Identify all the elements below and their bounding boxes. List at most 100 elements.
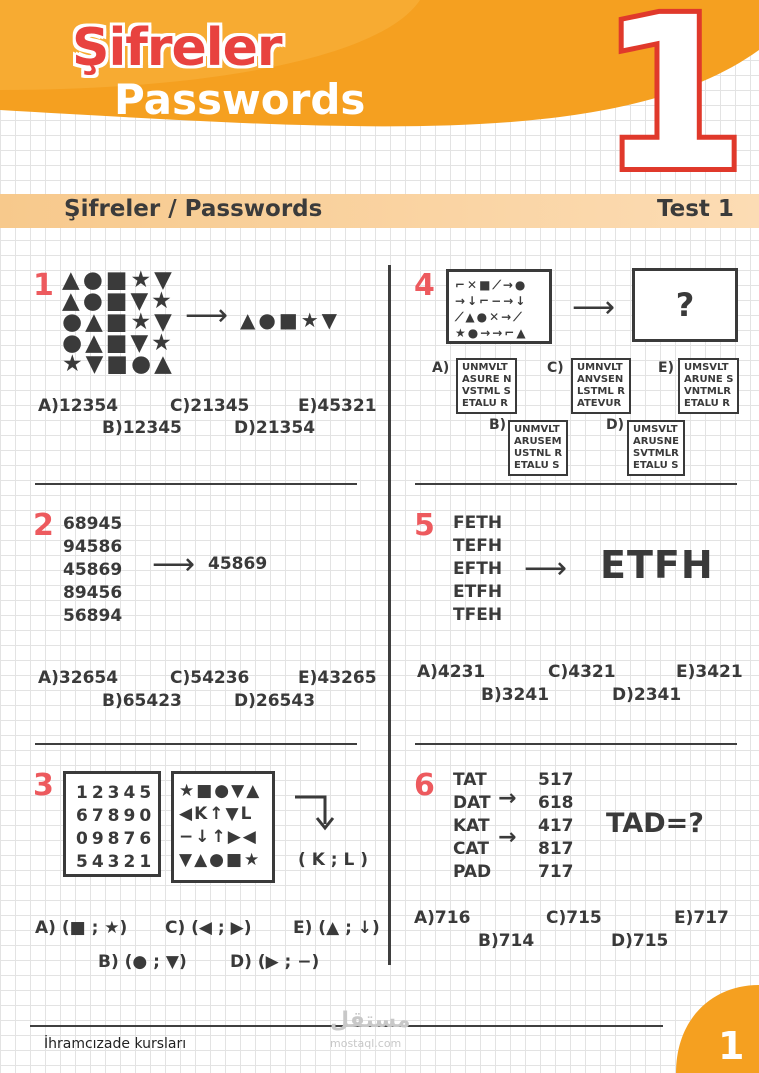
q6-word-list: TAT DAT KAT CAT PAD [453,769,491,884]
arrow-down-corner-icon [295,795,335,831]
divider-2 [35,743,357,745]
q4-d-line: ETALU S [633,460,679,471]
arrow-right-icon: ⟶ [572,290,616,325]
q2-option-b[interactable]: B)65423 [102,691,182,711]
q3-grid-row: 67890 [76,806,156,826]
q3-grid-row: 09876 [76,829,156,849]
q1-option-a[interactable]: A)12354 [38,396,119,416]
q3-option-c[interactable]: C) (◀ ; ▶) [165,918,252,938]
q1-grid-row: ●▲■★▼ [62,309,175,335]
q2-option-e[interactable]: E)43265 [298,668,377,688]
section-band [0,194,759,228]
q5-list-item: EFTH [453,559,503,579]
q4-grid-row: ⌐✕■⟋→● [455,278,528,292]
q4-option-a[interactable]: UNMVLT ASURE N VSTML S ETALU R [456,358,518,414]
q4-a-line: ASURE N [462,374,512,385]
q4-a-line: ETALU R [462,398,508,409]
q4-e-line: ETALU R [684,398,730,409]
column-divider [388,265,391,965]
q3-option-a[interactable]: A) (■ ; ★) [35,918,128,938]
q2-target: 45869 [208,554,268,574]
q1-symbol-grid: ▲●■★▼ ▲●■▼★ ●▲■★▼ ●▲■▼★ ★▼■●▲ [62,267,175,377]
test-label: Test 1 [657,196,734,222]
q5-list-item: FETH [453,513,503,533]
q3-option-e[interactable]: E) (▲ ; ↓) [293,918,380,938]
q4-question-box: ? [632,268,738,342]
q3-grid-row: 54321 [76,852,156,872]
q5-list-item: TFEH [453,605,503,625]
q4-d-line: UMSVLT [633,424,678,435]
q3-number-grid: 12345 67890 09876 54321 [63,771,161,877]
q4-option-b[interactable]: UNMVLT ARUSEM USTNL R ETALU S [508,420,569,476]
arrow-right-icon: ⟶ [185,298,229,333]
divider-1 [35,483,357,485]
page-corner-badge [676,985,759,1073]
q5-option-d[interactable]: D)2341 [612,685,682,705]
q6-option-b[interactable]: B)714 [478,931,535,951]
q6-word: PAD [453,862,492,882]
q4-option-e[interactable]: UMSVLT ARUNE S VNTMLR ETALU R [678,358,740,414]
test-number-big: 1 [595,0,751,217]
q1-grid-row: ▲●■★▼ [62,267,175,293]
q1-option-e[interactable]: E)45321 [298,396,377,416]
q4-grid-row: ★●→→⌐▲ [455,326,528,340]
q4-grid-row: →↓⌐−→↓ [455,294,528,308]
q6-code: 417 [538,816,574,836]
q1-answer-row: ▲●■★▼ [240,308,341,332]
q4-option-d[interactable]: UMSVLT ARUSNE SVTMLR ETALU S [627,420,685,476]
q4-option-c[interactable]: UMNVLT ANVSEN LSTML R ATEVUR [571,358,631,414]
q6-option-d[interactable]: D)715 [611,931,669,951]
q1-option-d[interactable]: D)21354 [234,418,316,438]
watermark-url: mostaql.com [330,1037,402,1050]
q4-c-line: ANVSEN [577,374,624,385]
q4-b-line: UNMVLT [514,424,560,435]
q4-option-c-label[interactable]: C) [547,360,564,376]
q4-grid-row: ⟋▲●✕→⟋ [455,310,524,324]
q1-option-b[interactable]: B)12345 [102,418,182,438]
q6-option-a[interactable]: A)716 [414,908,471,928]
q5-option-c[interactable]: C)4321 [548,662,616,682]
q5-list-item: TEFH [453,536,503,556]
q4-b-line: ARUSEM [514,436,562,447]
q1-grid-row: ▲●■▼★ [62,288,175,314]
question-5-number: 5 [414,508,435,543]
q1-option-c[interactable]: C)21345 [170,396,250,416]
q6-code: 717 [538,862,574,882]
q5-option-b[interactable]: B)3241 [481,685,550,705]
q4-c-line: UMNVLT [577,362,623,373]
q6-word: KAT [453,816,490,836]
q2-option-d[interactable]: D)26543 [234,691,316,711]
q6-option-e[interactable]: E)717 [674,908,729,928]
q3-symbol-grid: ★■●▼▲ ◀K↑▼L −↓↑▶◀ ▼▲●■★ [171,771,275,883]
q4-a-line: UNMVLT [462,362,508,373]
q3-grid-row: ★■●▼▲ [179,781,262,801]
q5-target: ETFH [600,543,714,587]
q6-word: CAT [453,839,489,859]
q6-word: DAT [453,793,491,813]
q1-grid-row: ★▼■●▲ [62,351,175,377]
header-banner [0,0,759,127]
q2-option-c[interactable]: C)54236 [170,668,250,688]
q4-option-e-label[interactable]: E) [658,360,674,376]
q6-code: 517 [538,770,574,790]
arrow-right-icon: → [498,786,517,811]
q3-grid-row: ◀K↑▼L [179,804,254,824]
title-english: Passwords [114,75,366,124]
q3-option-b[interactable]: B) (● ; ▼) [98,952,187,972]
q6-option-c[interactable]: C)715 [546,908,602,928]
q6-code-list: 517 618 417 817 717 [538,769,574,884]
question-4-number: 4 [414,268,435,303]
q4-a-line: VSTML S [462,386,511,397]
q3-option-d[interactable]: D) (▶ ; −) [230,952,320,972]
band-title: Şifreler / Passwords [64,196,323,222]
q2-list-item: 56894 [63,606,123,626]
q3-grid-row: ▼▲●■★ [179,850,262,870]
q5-option-a[interactable]: A)4231 [417,662,486,682]
q5-option-e[interactable]: E)3421 [676,662,743,682]
q4-option-b-label[interactable]: B) [489,417,507,433]
q2-option-a[interactable]: A)32654 [38,668,119,688]
divider-5 [415,743,737,745]
arrow-right-icon: → [498,825,517,850]
q4-option-d-label[interactable]: D) [606,417,625,433]
q4-option-a-label[interactable]: A) [432,360,450,376]
